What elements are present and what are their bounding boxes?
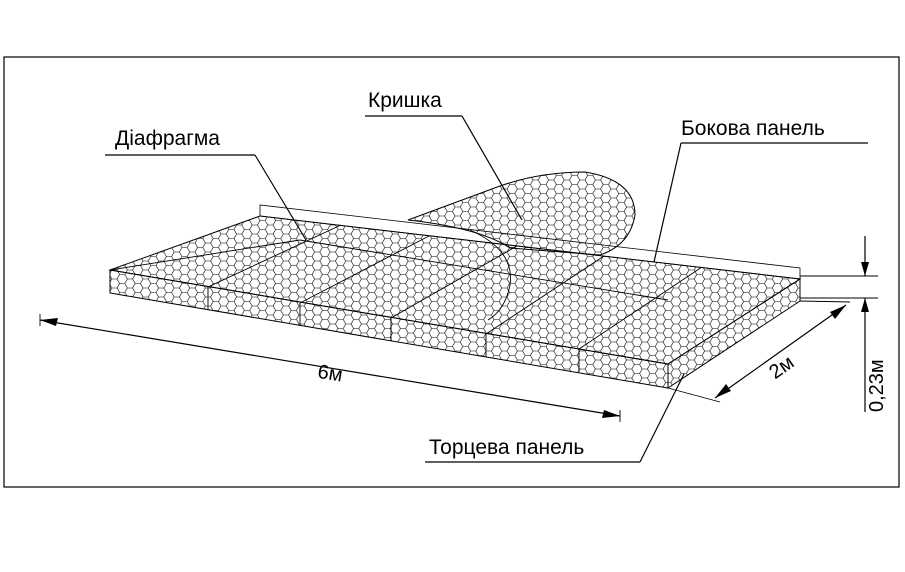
diaphragm	[390, 245, 518, 319]
leader-line	[639, 373, 685, 463]
arrowhead	[861, 262, 869, 276]
diaphragm	[578, 266, 703, 350]
side-panel-back	[259, 204, 801, 280]
extension-line	[799, 300, 851, 303]
top-center-line	[299, 239, 669, 301]
length-dimension-line	[39, 319, 621, 417]
arrowhead	[715, 384, 731, 398]
diagram-frame	[3, 56, 900, 488]
label-side-panel: Бокова панель	[681, 117, 825, 140]
lid-fold-curve	[469, 229, 511, 321]
dimension-length: 6м	[39, 314, 621, 422]
diaphragm	[207, 224, 342, 288]
extension-line	[667, 387, 721, 403]
dimension-height: 0,23м	[800, 236, 888, 412]
leader-line	[461, 115, 523, 221]
label-side-panel-group: Бокова панель	[653, 117, 868, 263]
arrowhead	[602, 410, 620, 418]
diaphragm	[485, 255, 605, 335]
length-label: 6м	[316, 361, 344, 387]
width-label: 2м	[765, 351, 798, 383]
arrowhead	[830, 305, 846, 319]
label-lid-group: Кришка	[365, 89, 523, 221]
diaphragm	[299, 235, 430, 304]
lid	[407, 171, 636, 256]
leader-line	[653, 142, 682, 263]
top-cross-line	[109, 239, 301, 271]
mattress	[108, 171, 802, 389]
label-diaphragm-group: Діафрагма	[105, 127, 307, 241]
leader-line	[254, 154, 307, 241]
label-end-panel: Торцева панель	[429, 436, 584, 459]
diaphragms	[109, 224, 703, 372]
label-lid: Кришка	[368, 89, 442, 112]
arrowhead	[40, 318, 58, 326]
label-diaphragm: Діафрагма	[115, 127, 220, 150]
width-dimension-line	[714, 304, 847, 399]
height-label: 0,23м	[866, 359, 888, 412]
arrowhead	[861, 298, 869, 312]
label-end-panel-group: Торцева панель	[425, 373, 685, 463]
